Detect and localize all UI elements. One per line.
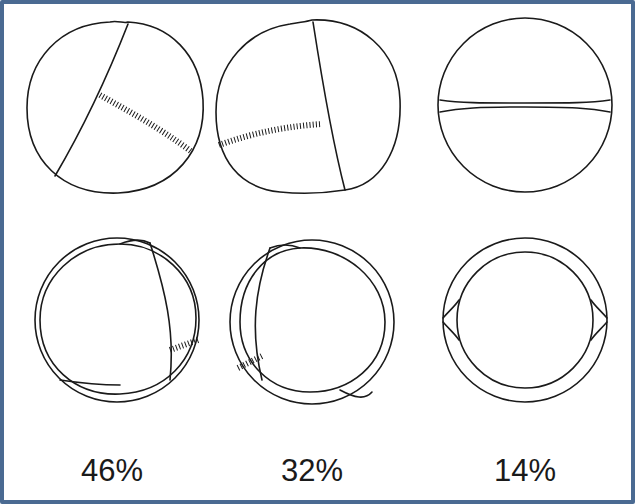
embryo-polar-view (443, 238, 607, 402)
percentage-label: 14% (494, 455, 556, 486)
embryo-side-view (438, 18, 612, 192)
percentage-label: 32% (281, 455, 343, 486)
embryo-side-view (216, 20, 400, 193)
embryo-side-view (27, 21, 203, 193)
embryo-polar-view (230, 240, 394, 404)
percentage-label: 46% (81, 455, 143, 486)
embryo-polar-view (35, 238, 199, 402)
